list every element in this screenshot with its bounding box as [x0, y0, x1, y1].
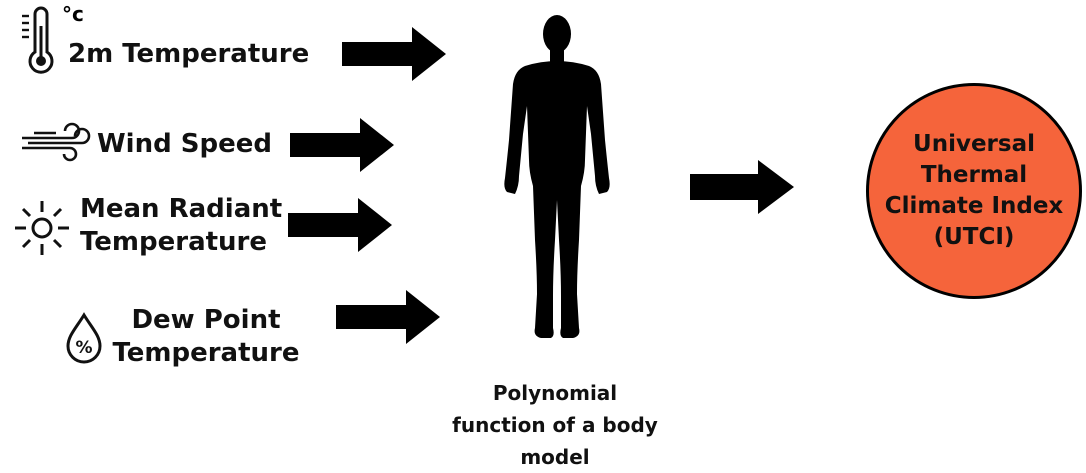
dew-label-line1: Dew Point	[106, 304, 306, 337]
temperature-unit: °c	[62, 2, 84, 26]
utci-line2: Thermal	[921, 160, 1027, 191]
sun-icon	[12, 198, 72, 258]
radiant-label-line2: Temperature	[80, 226, 282, 259]
model-caption-line2: function of a body	[415, 409, 695, 441]
utci-line3: Climate Index	[885, 191, 1064, 222]
thermometer-icon	[18, 8, 68, 78]
model-caption: Polynomial function of a body model	[415, 377, 695, 473]
arrow-output	[690, 160, 794, 214]
dew-drop-icon-text: %	[75, 338, 92, 358]
arrow-dew	[336, 290, 440, 344]
model-caption-line1: Polynomial	[415, 377, 695, 409]
human-body-icon	[495, 10, 619, 342]
dew-drop-icon: %	[64, 312, 104, 364]
wind-icon	[20, 122, 98, 162]
dew-label-line2: Temperature	[106, 337, 306, 370]
utci-line1: Universal	[913, 129, 1035, 160]
model-caption-line3: model	[415, 441, 695, 473]
radiant-label-line1: Mean Radiant	[80, 193, 282, 226]
dew-label: Dew Point Temperature	[106, 304, 306, 370]
temperature-label: 2m Temperature	[68, 38, 309, 71]
arrow-wind	[290, 118, 394, 172]
arrow-temperature	[342, 27, 446, 81]
utci-circle: Universal Thermal Climate Index (UTCI)	[866, 83, 1082, 299]
wind-label: Wind Speed	[97, 128, 272, 161]
utci-line4: (UTCI)	[934, 222, 1015, 253]
arrow-radiant	[288, 198, 392, 252]
radiant-label: Mean Radiant Temperature	[80, 193, 282, 259]
